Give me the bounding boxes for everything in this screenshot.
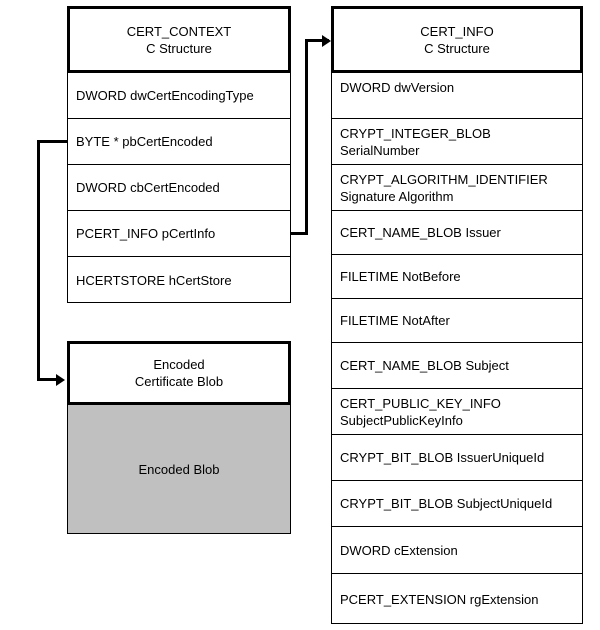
cert-info-field-dwversion: DWORD dwVersion	[332, 73, 582, 119]
cert-context-field-pbcertencoded: BYTE * pbCertEncoded	[68, 119, 290, 165]
encoded-blob-body-label: Encoded Blob	[138, 461, 220, 477]
cert-context-header: CERT_CONTEXT C Structure	[67, 6, 291, 73]
arrowhead-to-cert-info-icon	[322, 34, 331, 47]
encoded-blob-title-line2: Certificate Blob	[134, 374, 224, 389]
cert-context-title-line1: CERT_CONTEXT	[126, 23, 232, 39]
encoded-certificate-blob-header: Encoded Certificate Blob	[67, 341, 291, 405]
connector-pbcertencoded-h-bottom	[37, 378, 61, 381]
cert-context-field-list: DWORD dwCertEncodingType BYTE * pbCertEn…	[67, 73, 291, 303]
connector-pbcertencoded-v	[37, 140, 40, 381]
cert-info-field-subject: CERT_NAME_BLOB Subject	[332, 343, 582, 389]
cert-context-title-line2: C Structure	[146, 40, 212, 56]
cert-info-field-rgextension: PCERT_EXTENSION rgExtension	[340, 591, 539, 607]
cert-info-field-subjectpublickeyinfo: CERT_PUBLIC_KEY_INFO SubjectPublicKeyInf…	[332, 389, 582, 435]
cert-context-field-hcertstore: HCERTSTORE hCertStore	[76, 272, 232, 288]
cert-info-field-subjectuniqueid: CRYPT_BIT_BLOB SubjectUniqueId	[332, 481, 582, 527]
cert-info-header: CERT_INFO C Structure	[331, 6, 583, 73]
cert-info-field-issueruniqueid: CRYPT_BIT_BLOB IssuerUniqueId	[332, 435, 582, 481]
arrowhead-to-encoded-blob-icon	[56, 373, 65, 386]
cert-info-field-list: DWORD dwVersion CRYPT_INTEGER_BLOB Seria…	[331, 73, 583, 624]
connector-pcertinfo-v	[305, 39, 308, 235]
cert-info-field-issuer: CERT_NAME_BLOB Issuer	[332, 211, 582, 255]
cert-context-field-cbcertencoded: DWORD cbCertEncoded	[68, 165, 290, 211]
cert-info-title-line2: C Structure	[424, 40, 490, 56]
connector-pcertinfo-h-bottom	[291, 232, 308, 235]
cert-info-field-notbefore: FILETIME NotBefore	[332, 255, 582, 299]
cert-info-field-serialnumber: CRYPT_INTEGER_BLOB SerialNumber	[332, 119, 582, 165]
cert-info-field-cextension: DWORD cExtension	[332, 527, 582, 574]
encoded-blob-title-line1: Encoded	[153, 357, 205, 372]
encoded-blob-body: Encoded Blob	[67, 405, 291, 534]
connector-pbcertencoded-h-top	[37, 140, 69, 143]
cert-info-title-line1: CERT_INFO	[420, 23, 494, 39]
cert-info-field-notafter: FILETIME NotAfter	[332, 299, 582, 343]
connector-pcertinfo-h-top	[305, 39, 329, 42]
cert-context-field-dwcertencodingtype: DWORD dwCertEncodingType	[68, 73, 290, 119]
cert-context-field-pcertinfo: PCERT_INFO pCertInfo	[68, 211, 290, 257]
cert-info-field-signaturealgorithm: CRYPT_ALGORITHM_IDENTIFIER Signature Alg…	[332, 165, 582, 211]
